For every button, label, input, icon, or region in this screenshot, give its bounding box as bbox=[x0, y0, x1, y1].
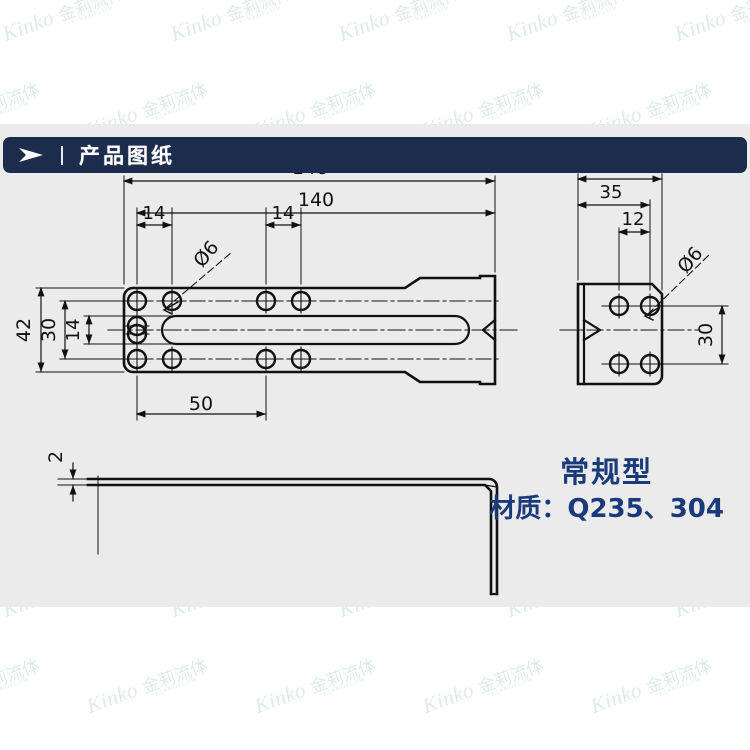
dim-hole-span-length: 140 bbox=[298, 189, 334, 211]
side-view-diameter-leader bbox=[647, 253, 711, 315]
top-view-hole-crosses bbox=[124, 288, 314, 372]
header-divider bbox=[61, 145, 63, 165]
dim-overall-width: 42 bbox=[13, 318, 35, 342]
top-view-diameter-leader bbox=[165, 251, 233, 309]
product-type-label: 常规型 bbox=[560, 455, 654, 489]
dim-hole-pitch-right: 14 bbox=[272, 203, 295, 224]
profile-extension-lines bbox=[57, 475, 99, 555]
side-view-extension-lines bbox=[577, 173, 729, 365]
dim-side-hole-span-height: 30 bbox=[695, 323, 717, 347]
dim-hole-diameter-side: Ø6 bbox=[673, 243, 707, 278]
page-title: 产品图纸 bbox=[79, 144, 175, 168]
callout-block: 常规型 材质：Q235、304 bbox=[489, 455, 724, 525]
technical-drawing: 146 140 14 14 50 41 35 12 42 30 14 30 2 … bbox=[0, 124, 750, 607]
dim-hole-span-bottom: 50 bbox=[189, 393, 213, 415]
profile-view-joint bbox=[484, 484, 498, 488]
side-view-hole-crosses bbox=[606, 293, 663, 377]
side-view-holes bbox=[608, 295, 661, 375]
top-view-dimension-lines bbox=[37, 177, 496, 418]
dim-inner-slot-width: 14 bbox=[63, 319, 84, 342]
top-view-slot bbox=[160, 314, 471, 346]
dim-edge-to-hole-left: 14 bbox=[143, 203, 166, 224]
material-label: 材质：Q235、304 bbox=[489, 494, 724, 525]
dim-side-hole-span: 35 bbox=[600, 182, 623, 203]
arrow-right-icon bbox=[19, 148, 43, 162]
top-view-outline bbox=[122, 274, 497, 386]
dim-hole-span-width: 30 bbox=[38, 318, 60, 342]
dim-hole-diameter-top: Ø6 bbox=[189, 237, 223, 272]
dim-side-hole-pitch: 12 bbox=[622, 209, 645, 230]
side-view-outline bbox=[576, 282, 664, 386]
section-header: 产品图纸 bbox=[3, 137, 747, 173]
dim-thickness: 2 bbox=[45, 451, 67, 463]
side-view-diameter-arrow bbox=[643, 307, 659, 321]
top-view-extension-lines bbox=[35, 175, 496, 421]
profile-view-outline bbox=[86, 477, 499, 596]
side-view-dimension-lines bbox=[576, 175, 726, 365]
top-view-diameter-arrow bbox=[162, 301, 179, 315]
